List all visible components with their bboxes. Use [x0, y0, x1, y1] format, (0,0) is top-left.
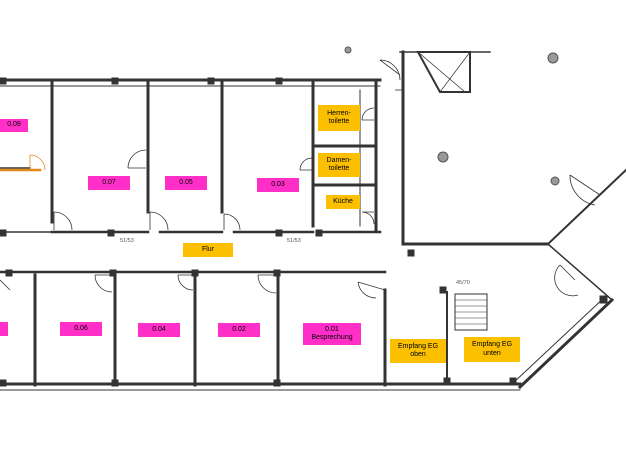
dimension-label: 51/53	[120, 238, 134, 244]
top-right-diagonal	[417, 51, 471, 93]
facility-label-kueche: Küche	[326, 195, 360, 209]
stair-lines	[454, 299, 488, 325]
room-label-004: 0.04	[138, 323, 180, 337]
door-007-top	[127, 149, 147, 169]
facility-label-flur: Flur	[183, 243, 233, 257]
doors	[0, 59, 601, 299]
door-wc1	[299, 157, 313, 171]
door-kueche	[361, 211, 375, 225]
right-angled-wall-inner	[511, 295, 607, 385]
door-006	[94, 274, 113, 293]
door-004	[177, 274, 194, 291]
door-right-1	[569, 174, 601, 206]
hall-right-wall	[546, 168, 626, 246]
door-005	[149, 211, 169, 231]
room-label-006: 0.06	[60, 322, 102, 336]
door-right-2	[554, 264, 579, 297]
facility-label-damen: Damen- toilette	[318, 153, 360, 177]
facility-label-herren: Herren- toilette	[318, 105, 360, 131]
door-001	[357, 281, 386, 299]
room-label-001: 0.01 Besprechung	[303, 323, 361, 345]
dimension-label: 51/53	[287, 238, 301, 244]
room-label-009: 0.09	[0, 119, 28, 132]
door-orange	[29, 154, 46, 171]
room-label-partial-left	[0, 322, 8, 336]
room-label-007: 0.07	[88, 176, 130, 190]
round-pillars	[344, 46, 560, 186]
door-003	[223, 213, 241, 231]
door-002	[257, 274, 277, 294]
room-label-005: 0.05	[165, 176, 207, 190]
top-right-box	[416, 51, 471, 93]
facility-label-empfang-oben: Empfang EG oben	[390, 339, 446, 363]
door-lower-left	[0, 279, 11, 291]
door-top-right	[379, 59, 401, 81]
facility-label-empfang-unten: Empfang EG unten	[464, 337, 520, 362]
door-herren	[361, 107, 375, 121]
room-label-002: 0.02	[218, 323, 260, 337]
door-007	[53, 211, 73, 231]
columns	[0, 77, 608, 387]
diag-wall	[546, 242, 614, 302]
room-label-003: 0.03	[257, 178, 299, 192]
right-angled-wall	[517, 297, 615, 390]
dimension-label: 45/70	[456, 280, 470, 286]
